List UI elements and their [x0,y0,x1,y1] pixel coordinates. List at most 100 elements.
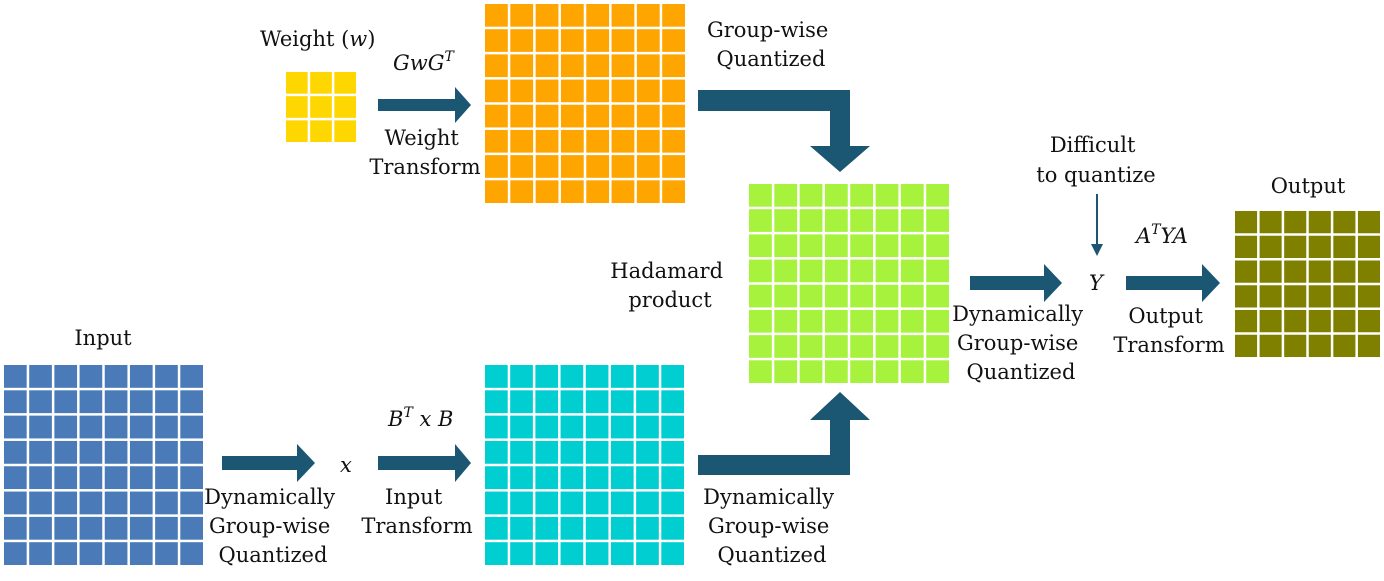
matrix-cell [54,415,78,439]
matrix-cell [850,284,874,308]
matrix-cell [155,491,178,515]
matrix-cell [510,155,534,178]
matrix-cell [585,365,609,388]
weight-quantized-label: Group-wise Quantized [707,18,835,71]
matrix-cell [29,415,52,439]
matrix-cell [79,491,103,515]
matrix-cell [510,129,534,153]
matrix-cell [560,491,584,515]
matrix-cell [4,491,27,515]
matrix-cell [1308,235,1331,258]
hadamard-quantize-arrow [970,264,1062,302]
matrix-cell [636,155,660,178]
matrix-cell [636,390,659,414]
input-transform-formula: BT x B [387,405,453,431]
transformed-input-matrix [485,365,684,565]
matrix-cell [1333,285,1356,308]
matrix-cell [535,29,559,52]
input-quantize-arrow [222,444,315,482]
matrix-cell [926,259,949,283]
input-transform-arrow [378,444,471,482]
matrix-cell [535,129,559,153]
matrix-cell [1284,285,1307,308]
matrix-cell [560,104,584,128]
matrix-cell [900,184,924,207]
matrix-cell [586,129,610,153]
matrix-cell [1333,260,1356,283]
matrix-cell [485,104,508,128]
matrix-cell [29,542,52,565]
matrix-cell [824,284,848,308]
matrix-cell [485,440,508,464]
matrix-cell [611,104,635,128]
matrix-cell [636,79,660,103]
matrix-cell [661,542,684,565]
matrix-cell [4,516,27,540]
matrix-cell [560,155,584,178]
matrix-cell [875,234,899,258]
matrix-cell [510,4,534,27]
matrix-cell [180,365,203,388]
matrix-cell [611,180,635,203]
matrix-cell [485,466,508,490]
matrix-cell [586,104,610,128]
matrix-cell [129,365,153,388]
matrix-cell [54,542,78,565]
matrix-cell [29,516,52,540]
matrix-cell [774,209,798,232]
matrix-cell [535,4,559,27]
matrix-cell [774,284,798,308]
matrix-cell [560,390,584,414]
matrix-cell [510,491,533,515]
matrix-cell [900,234,924,258]
matrix-cell [585,516,609,540]
matrix-cell [510,29,534,52]
matrix-cell [1357,235,1380,258]
matrix-cell [636,129,660,153]
matrix-cell [180,415,203,439]
matrix-cell [824,335,848,358]
matrix-cell [560,79,584,103]
hadamard-product-matrix [749,184,949,383]
matrix-cell [636,491,659,515]
matrix-cell [799,259,823,283]
matrix-cell [585,390,609,414]
matrix-cell [485,29,508,52]
matrix-cell [926,284,949,308]
matrix-cell [510,415,533,439]
matrix-cell [1333,334,1356,357]
matrix-cell [510,180,534,203]
matrix-cell [1333,310,1356,333]
matrix-cell [661,491,684,515]
matrix-cell [535,365,559,388]
output-matrix [1235,211,1380,357]
matrix-cell [774,360,798,383]
matrix-cell [749,335,772,358]
matrix-cell [180,466,203,490]
matrix-cell [926,184,949,207]
matrix-cell [535,415,559,439]
matrix-cell [485,365,508,388]
matrix-cell [1308,310,1331,333]
matrix-cell [610,466,634,490]
matrix-cell [749,360,772,383]
matrix-cell [611,54,635,78]
matrix-cell [799,209,823,232]
matrix-cell [1259,235,1282,258]
matrix-cell [1235,285,1258,308]
matrix-cell [104,440,128,464]
matrix-cell [1357,310,1380,333]
input-quantized-label: Dynamically Group-wise Quantized [204,485,342,567]
transformed-weight-matrix [485,4,685,203]
matrix-cell [1235,260,1258,283]
matrix-cell [1284,334,1307,357]
matrix-cell [510,516,533,540]
matrix-cell [1357,285,1380,308]
matrix-cell [485,491,508,515]
matrix-cell [586,54,610,78]
transformed-input-quantized-label: Dynamically Group-wise Quantized [703,485,841,567]
matrix-cell [485,79,508,103]
matrix-cell [560,466,584,490]
matrix-cell [4,415,27,439]
matrix-cell [636,440,659,464]
